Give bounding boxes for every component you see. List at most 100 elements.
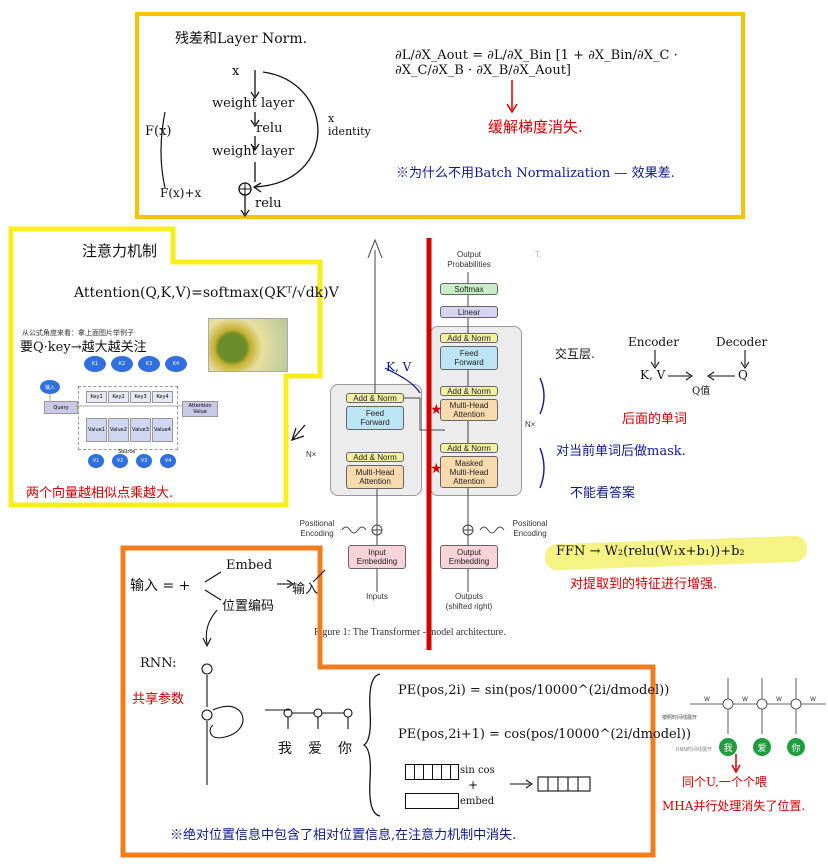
attention-value-box: Attention Value xyxy=(182,401,218,417)
value-circle: V3 xyxy=(136,454,152,468)
softmax-block: Softmax xyxy=(440,283,498,295)
decoder-feed-forward: Feed Forward xyxy=(440,346,498,370)
input-equation: 输入 = + xyxy=(130,578,191,594)
resnet-arrows xyxy=(160,70,319,218)
gradient-formula: ∂L/∂X_Aout = ∂L/∂X_Bin [1 + ∂X_Bin/∂X_C … xyxy=(395,48,678,78)
svg-text:W: W xyxy=(776,696,782,703)
identity-label: x identity xyxy=(328,112,371,138)
t-label: T. xyxy=(535,250,542,259)
source-label: Source xyxy=(118,449,136,455)
rnn-figure-word: 我 xyxy=(719,738,737,756)
svg-text:W: W xyxy=(810,696,816,703)
svg-text:★: ★ xyxy=(430,402,443,418)
pe-even-formula: PE(pos,2i) = sin(pos/10000^(2i/dmodel)) xyxy=(398,683,670,698)
input-embedding-block: Input Embedding xyxy=(348,545,406,569)
key-circle: K1 xyxy=(84,356,106,372)
later-words-note: 后面的单词 xyxy=(622,412,688,427)
position-encoding-label: 位置编码 xyxy=(222,599,275,614)
value-box: Value3 xyxy=(130,418,151,442)
kv-label: K, V xyxy=(386,360,412,374)
sincos-vector xyxy=(405,764,459,780)
rnn-fig-note-2: MHA并行处理消失了位置. xyxy=(662,799,806,813)
key-box: Key2 xyxy=(108,391,129,403)
pe-brace xyxy=(362,673,381,817)
outputs-label: Outputs (shifted right) xyxy=(445,592,493,611)
residual-layernorm-box xyxy=(135,12,745,219)
svg-text:★: ★ xyxy=(430,461,443,477)
rnn-word: 你 xyxy=(338,741,352,757)
value-circle: V4 xyxy=(160,454,176,468)
decoder-add-norm-2: Add & Norm xyxy=(440,386,498,396)
attention-bottom-note: 两个向量越相似点乘越大. xyxy=(26,486,174,501)
svg-text:W: W xyxy=(742,696,748,703)
positional-encoding-right: Positional Encoding xyxy=(512,519,548,538)
plus-sign: + xyxy=(468,778,479,792)
key-box: Key1 xyxy=(86,391,107,403)
decoder-add-norm-3: Add & Norm xyxy=(440,333,498,343)
value-box: Value2 xyxy=(108,418,129,442)
rnn-label: RNN: xyxy=(140,656,177,671)
rnn-sketch xyxy=(201,663,353,785)
encoder-nx-label: N× xyxy=(306,450,317,459)
gradient-note-arrow xyxy=(506,80,518,114)
weight-layer-2: weight layer xyxy=(212,144,295,159)
encoder-attention: Multi-Head Attention xyxy=(346,465,404,489)
rnn-fig-note-1: 同个U,一个个喂 xyxy=(682,775,767,789)
ffn-note: 对提取到的特征进行增强. xyxy=(570,577,718,592)
key-circle: K4 xyxy=(165,356,187,372)
relu-2: relu xyxy=(255,196,282,211)
encoder-feed-forward: Feed Forward xyxy=(346,406,404,430)
rnn-figure-word: 爱 xyxy=(753,738,771,756)
rnn-fig-red-arrow xyxy=(731,754,741,774)
key-box: Key3 xyxy=(130,391,151,403)
positional-encoding-left: Positional Encoding xyxy=(299,519,335,538)
q-right-label: Q xyxy=(738,368,748,382)
key-circle: K3 xyxy=(138,356,160,372)
encoder-add-norm-1: Add & Norm xyxy=(346,452,404,462)
rnn-word: 我 xyxy=(278,741,292,757)
attention-box-border xyxy=(8,226,323,508)
kv-right-label: K, V xyxy=(640,368,666,382)
encoder-label: Encoder xyxy=(628,335,679,349)
input-circle: 输入 xyxy=(40,380,60,394)
embed-label: Embed xyxy=(226,558,273,573)
sum-arrow xyxy=(510,776,591,792)
value-box: Value4 xyxy=(152,418,173,442)
cross-layer-note: 交互层. xyxy=(555,347,595,361)
gradient-note: 缓解梯度消失. xyxy=(488,118,583,136)
no-answer-note: 不能看答案 xyxy=(570,486,636,501)
input-arrows xyxy=(202,569,326,648)
output-embedding-block: Output Embedding xyxy=(440,545,498,569)
embed-vector xyxy=(405,793,459,809)
pe-odd-formula: PE(pos,2i+1) = cos(pos/10000^(2i/dmodel)… xyxy=(398,727,692,742)
weight-layer-1: weight layer xyxy=(212,96,295,111)
residual-title: 残差和Layer Norm. xyxy=(175,31,308,47)
input-right-label: 输入 xyxy=(292,582,319,597)
decoder-cross-attention: Multi-Head Attention xyxy=(440,399,498,421)
inputs-label: Inputs xyxy=(366,592,388,601)
embed-vector-label: embed xyxy=(460,796,495,807)
position-box-border xyxy=(120,545,656,858)
value-circle: V2 xyxy=(112,454,128,468)
encoder-decoder-arrows xyxy=(650,350,750,381)
fx-plus-x-label: F(x)+x xyxy=(160,186,202,200)
relu-1: relu xyxy=(256,121,283,136)
shared-params-note: 共享参数 xyxy=(132,692,185,707)
key-circle: K2 xyxy=(111,356,133,372)
absolute-position-note: ※绝对位置信息中包含了相对位置信息,在注意力机制中消失. xyxy=(170,828,517,843)
attention-heatmap-image xyxy=(208,318,288,372)
query-box: Query xyxy=(44,401,78,414)
sincos-label: sin cos xyxy=(460,765,495,776)
rnn-figure-word: 你 xyxy=(787,738,805,756)
decoder-label: Decoder xyxy=(716,335,768,349)
decoder-masked-attention: Masked Multi-Head Attention xyxy=(440,456,498,488)
batchnorm-note: ※为什么不用Batch Normalization — 效果差. xyxy=(396,166,675,181)
ffn-formula: FFN → W₂(relu(W₁x+b₁))+b₂ xyxy=(556,544,745,559)
decoder-add-norm-1: Add & Norm xyxy=(440,443,498,453)
source-frame xyxy=(78,386,178,450)
attention-small-caption: 从公式角度来看：拿上面图片举例子 xyxy=(22,329,134,337)
fx-label: F(x) xyxy=(145,124,172,139)
